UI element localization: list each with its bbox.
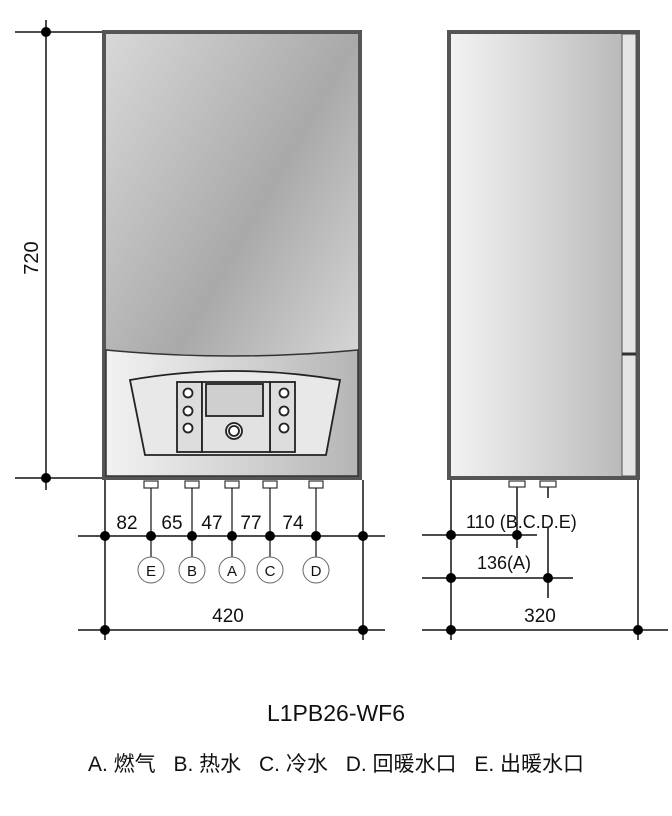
legend-item-e: E. 出暖水口 <box>474 753 585 776</box>
dimension-dots <box>41 27 643 635</box>
connection-label-b: B <box>187 563 197 580</box>
connection-label-e: E <box>146 563 156 580</box>
spacing-label: 65 <box>161 513 182 534</box>
connection-label-a: A <box>227 563 237 580</box>
spacing-label: 77 <box>240 513 261 534</box>
height-label: 720 <box>21 241 43 274</box>
connection-label-c: C <box>265 563 276 580</box>
spacing-label: 74 <box>282 513 304 534</box>
spacing-label: 82 <box>116 513 137 534</box>
dimension-drawing: 720 82 65 47 77 74 420 320 E B A C D 110… <box>15 20 668 640</box>
connection-label-d: D <box>311 563 322 580</box>
control-panel <box>128 370 342 456</box>
width-label: 420 <box>212 606 244 627</box>
spacing-label: 47 <box>201 513 222 534</box>
depth-label: 320 <box>524 606 556 627</box>
boiler-side-view <box>447 30 640 488</box>
legend-item-a: A. 燃气 <box>87 753 156 776</box>
model-title: L1PB26-WF6 <box>266 700 406 726</box>
offset-bcde-label: 110 (B.C.D.E) <box>466 512 577 532</box>
legend-item-c: C. 冷水 <box>259 753 328 776</box>
legend-item-d: D. 回暖水口 <box>345 753 457 776</box>
connection-legend: A. 燃气 B. 热水 C. 冷水 D. 回暖水口 E. 出暖水口 <box>0 748 672 778</box>
offset-a-label: 136(A) <box>477 553 531 573</box>
boiler-front-view <box>102 30 362 489</box>
legend-item-b: B. 热水 <box>173 753 242 776</box>
